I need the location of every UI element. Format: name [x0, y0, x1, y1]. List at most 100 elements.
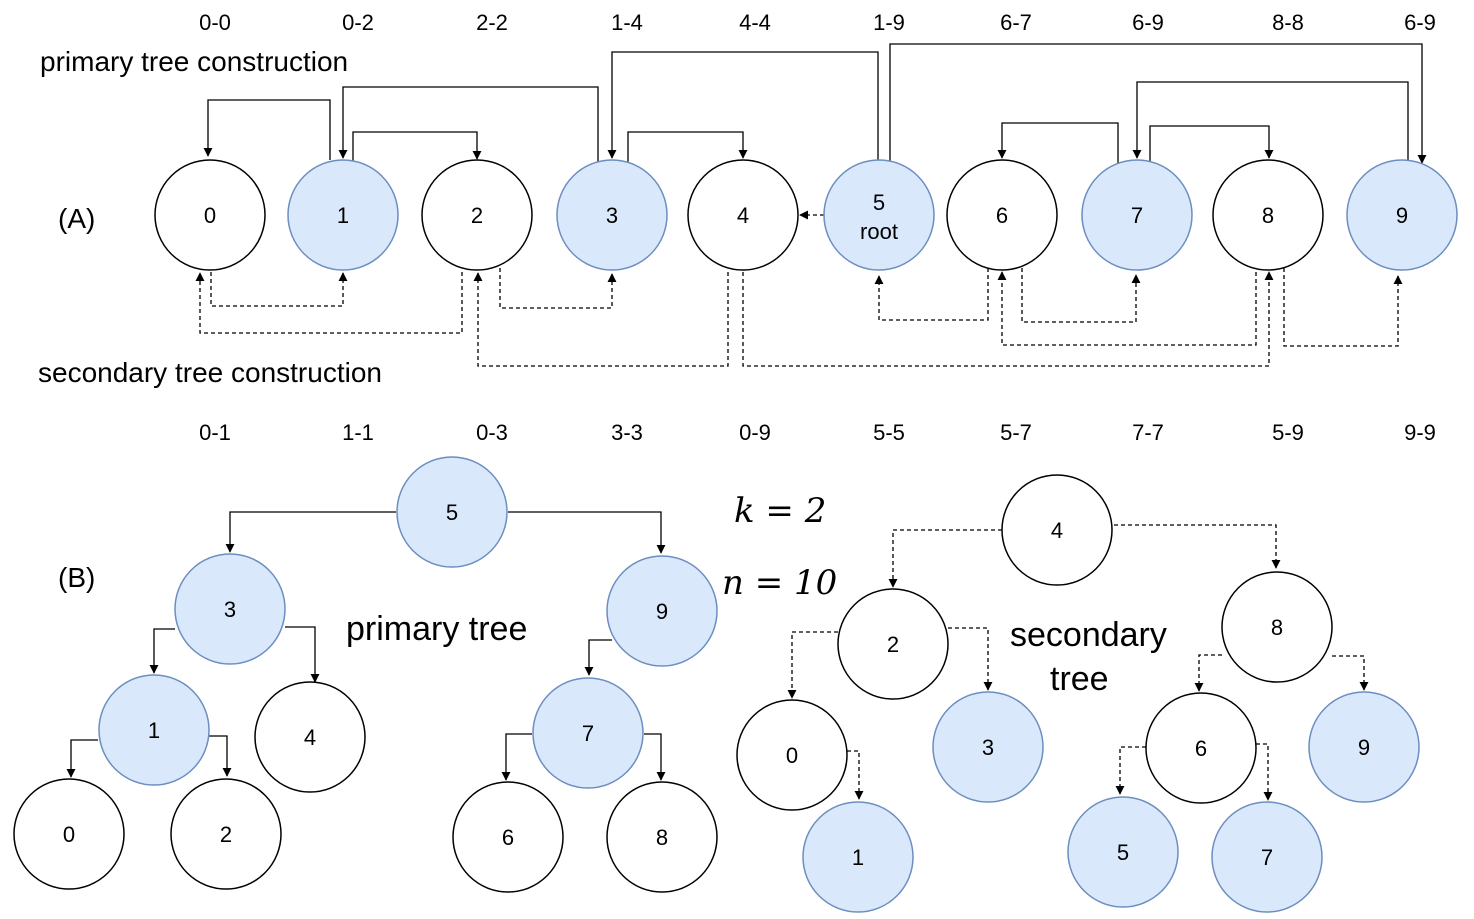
primary-tree-node-0-label: 0: [63, 822, 75, 847]
bottom-range-label: 0-1: [199, 420, 231, 445]
bottom-range-label: 5-7: [1000, 420, 1032, 445]
edge-1-to-0: [203, 99, 331, 160]
st-edge-6-7: [1256, 743, 1273, 801]
primary-tree-node-1-circle: [98, 674, 210, 786]
row-node-0-circle: [154, 159, 266, 271]
edge-7-to-6: [997, 122, 1119, 163]
primary-tree-node-3: 3: [174, 553, 286, 665]
row-node-5-label: 5: [873, 190, 885, 215]
row-node-8-circle: [1212, 159, 1324, 271]
bottom-range-label: 5-5: [873, 420, 905, 445]
edge-5-to-3: [607, 51, 879, 160]
pt-edge-5-3: [225, 511, 396, 553]
secondary-tree-node-1: 1: [802, 801, 914, 913]
secondary-tree-node-6-circle: [1145, 692, 1257, 804]
secondary-tree-node-8-circle: [1221, 571, 1333, 683]
row-node-2-label: 2: [471, 203, 483, 228]
st-edge-8-6: [1194, 654, 1222, 692]
edge-0-to-1-dashed: [210, 272, 348, 307]
pt-edge-3-4: [285, 626, 320, 683]
primary-tree-node-9-circle: [606, 555, 718, 667]
primary-tree-node-5: 5: [396, 456, 508, 568]
st-edge-2-0: [787, 631, 838, 699]
edge-2-to-3-dashed: [499, 268, 617, 309]
top-range-label: 2-2: [476, 10, 508, 35]
secondary-tree-node-0: 0: [736, 699, 848, 811]
edge-9-to-7: [1132, 81, 1409, 162]
secondary-tree-node-1-label: 1: [852, 845, 864, 870]
bottom-range-label: 3-3: [611, 420, 643, 445]
primary-tree-node-3-circle: [174, 553, 286, 665]
secondary-tree-node-0-circle: [736, 699, 848, 811]
primary-tree-node-5-circle: [396, 456, 508, 568]
row-node-4: 4: [687, 159, 799, 271]
panel-a-marker: (A): [58, 203, 95, 234]
pt-edge-5-9: [508, 511, 666, 554]
secondary-tree-node-8-label: 8: [1271, 615, 1283, 640]
row-node-9-circle: [1346, 159, 1458, 271]
row-node-1: 1: [287, 159, 399, 271]
primary-tree-node-7-circle: [532, 677, 644, 789]
st-edge-8-9: [1332, 655, 1369, 691]
secondary-tree-node-5: 5: [1067, 796, 1179, 908]
bottom-range-label: 0-9: [739, 420, 771, 445]
secondary-tree-node-7-label: 7: [1261, 845, 1273, 870]
edge-4-to-2-dashed: [473, 272, 729, 367]
pt-edge-7-6: [501, 733, 532, 781]
secondary-tree-node-6-label: 6: [1195, 736, 1207, 761]
primary-tree-node-4-circle: [254, 681, 366, 793]
top-range-label: 0-2: [342, 10, 374, 35]
edge-3-to-4: [627, 131, 748, 162]
row-node-9-label: 9: [1396, 203, 1408, 228]
primary-tree-node-2: 2: [170, 778, 282, 890]
secondary-tree-node-8: 8: [1221, 571, 1333, 683]
secondary-tree-node-4: 4: [1001, 474, 1113, 586]
row-node-9: 9: [1346, 159, 1458, 271]
row-node-3-label: 3: [606, 203, 618, 228]
row-node-7: 7: [1081, 159, 1193, 271]
primary-tree-node-9-label: 9: [656, 599, 668, 624]
st-edge-2-3: [948, 627, 993, 691]
primary-construction-caption: primary tree construction: [40, 46, 348, 77]
primary-tree-node-2-label: 2: [220, 822, 232, 847]
secondary-tree-node-7-circle: [1211, 801, 1323, 913]
row-node-6-circle: [946, 159, 1058, 271]
primary-tree-node-3-label: 3: [224, 597, 236, 622]
primary-tree-node-9: 9: [606, 555, 718, 667]
primary-tree-node-0: 0: [13, 778, 125, 890]
primary-tree-node-6-circle: [452, 781, 564, 893]
primary-tree-node-4: 4: [254, 681, 366, 793]
row-node-3-circle: [556, 159, 668, 271]
panel-b-marker: (B): [58, 562, 95, 593]
row-node-5-sub-label: root: [860, 219, 898, 244]
pt-edge-9-7: [584, 639, 612, 676]
row-node-1-circle: [287, 159, 399, 271]
panel-a-secondary-edges: [195, 210, 1403, 367]
primary-tree-node-6-label: 6: [502, 825, 514, 850]
bottom-range-label: 5-9: [1272, 420, 1304, 445]
top-range-label: 6-9: [1132, 10, 1164, 35]
top-range-label: 0-0: [199, 10, 231, 35]
row-node-2: 2: [421, 159, 533, 271]
edge-8-to-9-dashed: [1283, 268, 1403, 347]
edge-6-to-5-dashed: [874, 268, 989, 321]
row-node-4-label: 4: [737, 203, 749, 228]
primary-tree-edges: [66, 511, 666, 781]
secondary-tree-caption-line2: tree: [1050, 660, 1109, 698]
row-node-5-circle: [823, 159, 935, 271]
pt-edge-1-0: [66, 739, 98, 778]
primary-tree-caption: primary tree: [346, 610, 527, 648]
secondary-tree-node-0-label: 0: [786, 743, 798, 768]
row-node-2-circle: [421, 159, 533, 271]
secondary-tree-node-9-label: 9: [1358, 735, 1370, 760]
st-edge-4-8: [1114, 524, 1281, 569]
row-node-4-circle: [687, 159, 799, 271]
bottom-range-label: 0-3: [476, 420, 508, 445]
edge-6-to-7-dashed: [1021, 268, 1141, 323]
